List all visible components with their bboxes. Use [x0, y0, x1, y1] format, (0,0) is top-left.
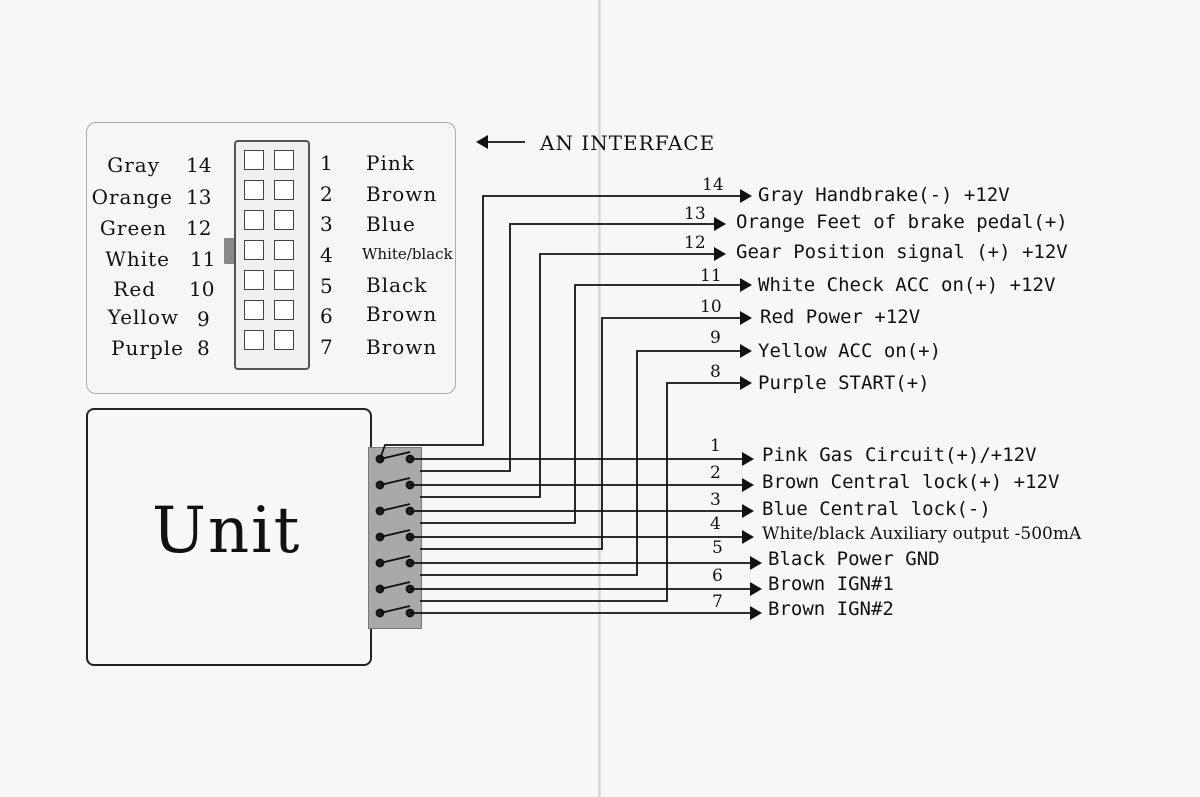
- wire-description: Blue Central lock(-): [762, 498, 991, 520]
- pin-color-label: Blue: [366, 212, 416, 236]
- pin-color-label: Red: [113, 277, 156, 301]
- wire-number: 13: [684, 204, 706, 224]
- wire-description: White/black Auxiliary output -500mA: [762, 524, 1082, 544]
- pin-color-label: Black: [366, 273, 428, 297]
- wire-description: White Check ACC on(+) +12V: [758, 274, 1056, 296]
- wire-14: [379, 195, 740, 460]
- pin-color-label: Green: [99, 216, 167, 240]
- connector-pin: [274, 270, 294, 290]
- connector-pin: [244, 150, 264, 170]
- connector-pin: [274, 240, 294, 260]
- connector-pin: [244, 240, 264, 260]
- interface-label: AN INTERFACE: [540, 131, 716, 155]
- pin-number: 14: [186, 153, 212, 177]
- pin-number: 11: [190, 247, 216, 271]
- wire-description: Gray Handbrake(-) +12V: [758, 184, 1010, 206]
- pin-number: 1: [320, 151, 333, 175]
- wire-description: Gear Position signal (+) +12V: [736, 241, 1068, 263]
- pin-number: 13: [186, 185, 212, 209]
- wire-number: 9: [710, 328, 721, 348]
- pin-number: 3: [320, 212, 333, 236]
- wire-12: [420, 253, 718, 498]
- connector-pin: [244, 300, 264, 320]
- connector-pin: [244, 210, 264, 230]
- wire-13: [420, 223, 718, 472]
- pin-number: 7: [320, 335, 333, 359]
- pin-number: 4: [320, 243, 333, 267]
- pin-number: 5: [320, 274, 333, 298]
- wire-11: [420, 284, 740, 524]
- wire-description: Red Power +12V: [760, 306, 921, 328]
- unit-label: Unit: [152, 494, 302, 568]
- unit-box: [86, 408, 372, 666]
- wire-number: 4: [710, 514, 721, 534]
- connector-pin: [274, 300, 294, 320]
- pin-color-label: Brown: [366, 182, 438, 206]
- wire-description: Brown Central lock(+) +12V: [762, 471, 1060, 493]
- wire-number: 11: [700, 266, 722, 286]
- pin-color-label: Purple: [111, 336, 184, 360]
- pin-number: 12: [186, 216, 212, 240]
- paper-fold: [598, 0, 601, 797]
- pin-color-label: Orange: [91, 185, 173, 209]
- wire-number: 12: [684, 233, 706, 253]
- connector-pin: [274, 150, 294, 170]
- wire-description: Orange Feet of brake pedal(+): [736, 211, 1068, 233]
- connector-key-tab: [224, 238, 236, 264]
- plug-pins: [375, 451, 415, 618]
- wire-number: 14: [702, 175, 724, 195]
- wire-description: Pink Gas Circuit(+)/+12V: [762, 444, 1037, 466]
- wire-10: [420, 317, 740, 550]
- connector-pin: [274, 330, 294, 350]
- pin-number: 2: [320, 182, 333, 206]
- pin-color-label: Brown: [366, 335, 438, 359]
- wire-8: [420, 382, 740, 602]
- wire-number: 5: [712, 538, 723, 558]
- wire-number: 1: [710, 436, 721, 456]
- pin-number: 10: [189, 277, 215, 301]
- pin-color-label: Pink: [366, 151, 415, 175]
- pin-color-label: White: [105, 247, 170, 271]
- wire-9: [420, 350, 740, 576]
- wire-number: 7: [712, 592, 723, 612]
- pin-number: 8: [197, 336, 210, 360]
- connector-pin: [274, 210, 294, 230]
- wire-description: Black Power GND: [768, 548, 940, 570]
- wire-description: Yellow ACC on(+): [758, 340, 942, 362]
- wire-number: 6: [712, 566, 723, 586]
- wire-number: 3: [710, 490, 721, 510]
- pin-color-label: Brown: [366, 302, 438, 326]
- wire-description: Purple START(+): [758, 372, 930, 394]
- wire-number: 2: [710, 463, 721, 483]
- pin-color-label: White/black: [362, 245, 453, 263]
- pin-number: 6: [320, 304, 333, 328]
- connector-pin: [274, 180, 294, 200]
- pin-color-label: Yellow: [107, 305, 179, 329]
- wire-number: 10: [700, 297, 722, 317]
- pin-number: 9: [197, 307, 210, 331]
- wire-description: Brown IGN#1: [768, 573, 894, 595]
- wire-number: 8: [710, 362, 721, 382]
- connector-pin: [244, 270, 264, 290]
- connector-pin: [244, 330, 264, 350]
- pin-color-label: Gray: [107, 153, 160, 177]
- connector-pin: [244, 180, 264, 200]
- wire-description: Brown IGN#2: [768, 598, 894, 620]
- arrowheads: [476, 135, 762, 620]
